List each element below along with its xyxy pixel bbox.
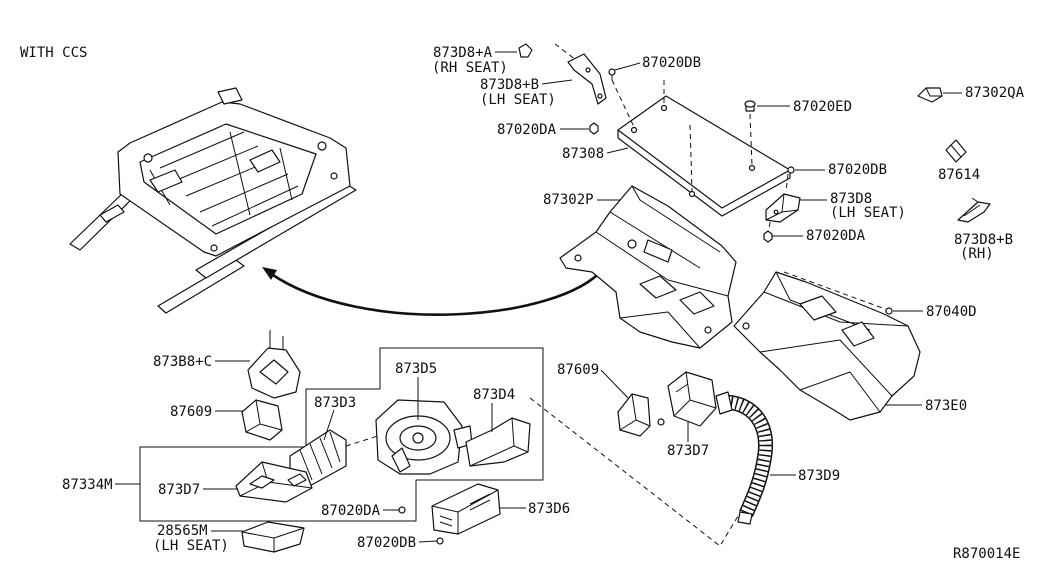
callout-87020da-right: 87020DA bbox=[806, 228, 866, 244]
callout-87614: 87614 bbox=[938, 167, 980, 183]
control-module-28565m bbox=[241, 521, 305, 553]
duct-cover bbox=[733, 271, 921, 421]
callout-87302qa: 87302QA bbox=[965, 85, 1025, 101]
clip-873b8c bbox=[247, 330, 301, 399]
seat-bracket-lh bbox=[554, 43, 607, 105]
callout-873d9: 873D9 bbox=[798, 468, 840, 484]
blower-fan-873d5 bbox=[375, 399, 473, 475]
callout-87040d: 87040D bbox=[926, 304, 977, 320]
callout-87020ed: 87020ED bbox=[793, 99, 852, 115]
clip-87302qa bbox=[917, 87, 943, 103]
filter-87609-left bbox=[241, 399, 283, 441]
callout-28565m: 28565M bbox=[157, 523, 208, 539]
callout-873d4: 873D4 bbox=[473, 387, 515, 403]
screw-87040d bbox=[885, 307, 893, 315]
leader-lines bbox=[115, 51, 962, 543]
floor-bracket bbox=[559, 185, 737, 349]
callout-873d5: 873D5 bbox=[395, 361, 437, 377]
callout-87020db-right: 87020DB bbox=[828, 162, 887, 178]
nut-87020da-right bbox=[763, 230, 773, 243]
callout-873d8b-lh-qualifier: (LH SEAT) bbox=[480, 92, 556, 108]
callout-873e0: 873E0 bbox=[925, 398, 967, 414]
callout-873d8-qualifier: (LH SEAT) bbox=[830, 205, 906, 221]
transfer-arrow bbox=[262, 267, 606, 316]
assembly-outline bbox=[139, 347, 544, 522]
screw-87020db-top bbox=[608, 68, 616, 80]
seat-cushion-frame bbox=[69, 87, 357, 314]
callout-28565m-qualifier: (LH SEAT) bbox=[153, 538, 229, 554]
nut-87020da-top bbox=[589, 122, 599, 135]
callout-87609-right: 87609 bbox=[557, 362, 599, 378]
clip-873d8a bbox=[518, 43, 533, 58]
callout-87302p: 87302P bbox=[543, 192, 594, 208]
callout-873d8b-rh-qualifier: (RH) bbox=[960, 246, 994, 262]
tab-87614 bbox=[945, 139, 967, 163]
callout-87308: 87308 bbox=[562, 146, 604, 162]
nut-small bbox=[657, 418, 665, 426]
grommet-87020ed bbox=[744, 100, 756, 112]
callout-87334m: 87334M bbox=[62, 477, 113, 493]
callout-873d8b-lh: 873D8+B bbox=[480, 77, 539, 93]
callout-87020da-bottom: 87020DA bbox=[321, 503, 381, 519]
seat-bracket-873d8-lh bbox=[765, 193, 801, 232]
callout-873d3: 873D3 bbox=[314, 395, 356, 411]
callout-873d6: 873D6 bbox=[528, 501, 570, 517]
heat-shield-plate bbox=[611, 79, 791, 217]
filter-87609-right bbox=[617, 393, 651, 437]
callout-87020db-bottom: 87020DB bbox=[357, 535, 416, 551]
callout-873d8b-rh: 873D8+B bbox=[954, 232, 1013, 248]
callout-873d7-right: 873D7 bbox=[667, 443, 709, 459]
screw-87020db-bottom bbox=[436, 537, 444, 545]
hose-873d9 bbox=[715, 391, 773, 525]
duct-873d4 bbox=[465, 417, 531, 467]
blower-unit-873d7-left bbox=[235, 461, 313, 503]
callout-873d8a-qualifier: (RH SEAT) bbox=[432, 60, 508, 76]
reference-code: R870014E bbox=[953, 546, 1020, 562]
callout-873d7-left: 873D7 bbox=[158, 482, 200, 498]
blower-unit-873d7-right bbox=[667, 371, 717, 427]
callout-87020da-top: 87020DA bbox=[497, 122, 557, 138]
control-module-873d6 bbox=[431, 483, 501, 535]
connection-dashed-line bbox=[529, 397, 739, 547]
callout-87609-left: 87609 bbox=[170, 404, 212, 420]
diagram-note: WITH CCS bbox=[20, 45, 87, 61]
callout-873d8: 873D8 bbox=[830, 191, 872, 207]
callout-873b8c: 873B8+C bbox=[153, 354, 212, 370]
callout-87020db-top: 87020DB bbox=[642, 55, 701, 71]
screw-87020db-right bbox=[785, 166, 795, 193]
screw-87020da-bottom bbox=[398, 506, 406, 514]
callout-873d8a: 873D8+A bbox=[433, 45, 493, 61]
seat-bracket-873d8b-rh bbox=[957, 197, 991, 223]
